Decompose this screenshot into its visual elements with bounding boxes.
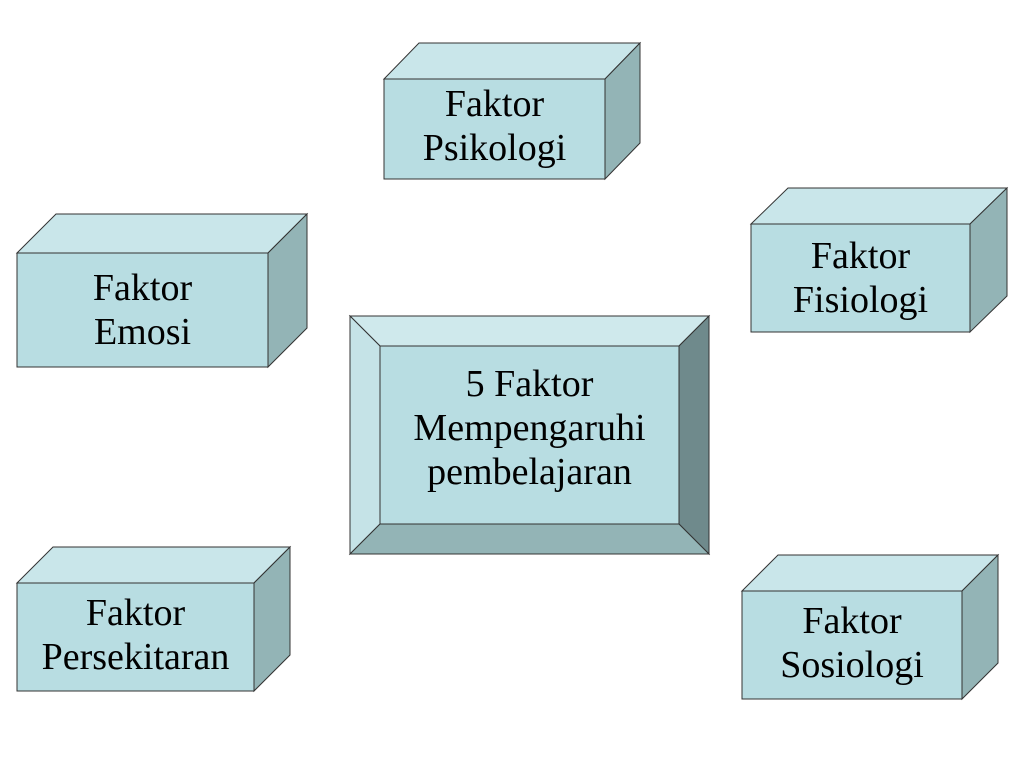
box-fisiologi-shape	[749, 186, 1009, 334]
center-line3: pembelajaran	[427, 451, 632, 493]
box-emosi-line2: Emosi	[93, 311, 192, 353]
box-fisiologi-label: Faktor Fisiologi	[751, 234, 970, 322]
box-persekitaran-label: Faktor Persekitaran	[17, 591, 254, 679]
box-sosiologi-line1: Faktor	[802, 600, 902, 642]
box-sosiologi-shape	[740, 553, 1000, 701]
box-emosi-label: Faktor Emosi	[17, 266, 268, 354]
box-psikologi-line2: Psikologi	[422, 127, 567, 169]
box-emosi-shape	[15, 212, 309, 369]
box-psikologi-label: Faktor Psikologi	[384, 82, 605, 170]
box-fisiologi-line2: Fisiologi	[792, 279, 929, 321]
box-persekitaran-shape	[15, 545, 292, 693]
box-persekitaran-line2: Persekitaran	[41, 636, 230, 678]
center-label: 5 Faktor Mempengaruhi pembelajaran	[380, 362, 679, 494]
box-sosiologi-line2: Sosiologi	[780, 644, 924, 686]
box-sosiologi-label: Faktor Sosiologi	[742, 599, 962, 687]
center-line2: Mempengaruhi	[413, 407, 646, 449]
box-persekitaran-line1: Faktor	[85, 592, 186, 634]
center-bevel-shape	[348, 314, 711, 556]
box-emosi-line1: Faktor	[92, 267, 193, 309]
box-psikologi-shape	[382, 41, 642, 181]
box-psikologi-line1: Faktor	[444, 83, 545, 125]
center-line1: 5 Faktor	[465, 363, 594, 405]
box-fisiologi-line1: Faktor	[810, 235, 911, 277]
